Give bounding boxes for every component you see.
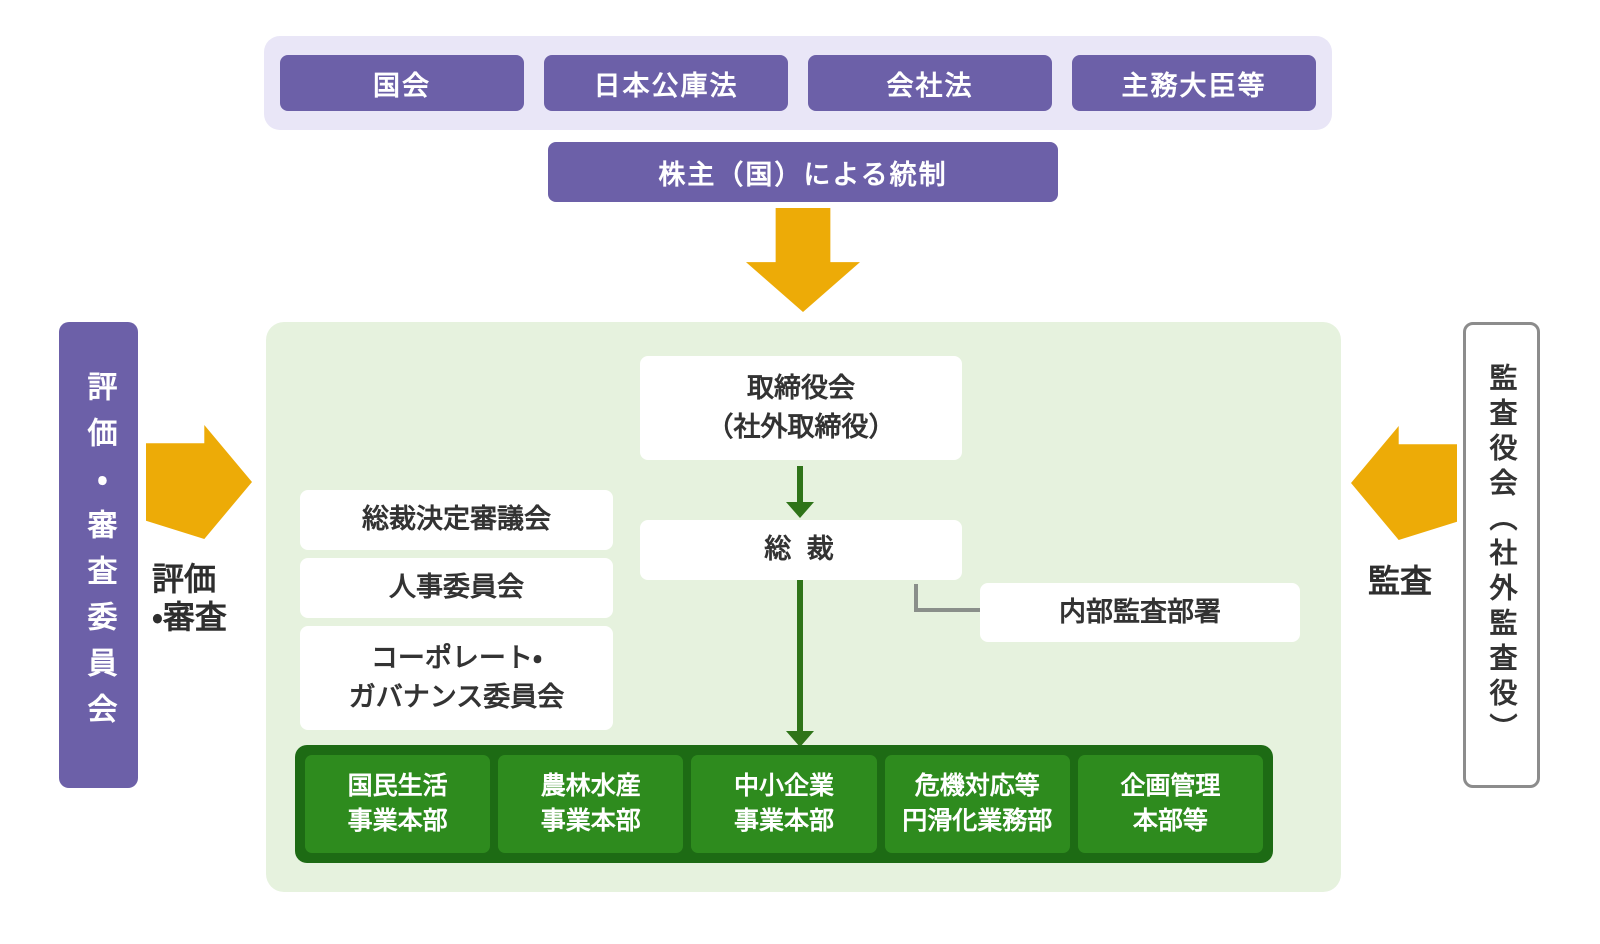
oversight-box-companies-act: 会社法 (808, 55, 1052, 111)
division-sme-line2: 事業本部 (734, 807, 835, 835)
board-of-directors-line1: 取締役会 (747, 372, 855, 403)
president-box: 総 裁 (640, 520, 962, 580)
division-sme-line1: 中小企業 (734, 772, 835, 800)
personnel-committee-box: 人事委員会 (300, 558, 613, 618)
divisions-bar: 国民生活 事業本部 農林水産 事業本部 中小企業 事業本部 危機対応等 円滑化業… (295, 745, 1273, 863)
internal-audit-connector-vertical (914, 584, 918, 612)
division-planning-line1: 企画管理 (1120, 772, 1221, 800)
internal-audit-connector-horizontal (914, 608, 980, 612)
audit-arrow-icon (1351, 426, 1457, 540)
oversight-strip: 国会 日本公庫法 会社法 主務大臣等 (264, 36, 1332, 130)
internal-audit-box: 内部監査部署 (980, 583, 1300, 642)
division-crisis-response-line1: 危機対応等 (914, 772, 1040, 800)
division-crisis-response-line2: 円滑化業務部 (902, 807, 1053, 835)
shareholder-control-box: 株主（国）による統制 (548, 142, 1058, 202)
division-national-life-line2: 事業本部 (347, 807, 448, 835)
board-to-president-arrow-head (786, 502, 814, 518)
down-arrow-icon (746, 208, 860, 312)
president-to-divisions-arrow-shaft (797, 580, 803, 733)
board-to-president-arrow-shaft (797, 466, 803, 504)
corporate-governance-committee-box: コーポレート・ ガバナンス委員会 (300, 626, 613, 730)
oversight-box-competent-ministers: 主務大臣等 (1072, 55, 1316, 111)
division-agriculture-line1: 農林水産 (540, 772, 641, 800)
division-agriculture: 農林水産 事業本部 (498, 755, 684, 853)
evaluation-arrow-label-line2: ・審査 (152, 599, 227, 636)
division-planning-line2: 本部等 (1132, 807, 1208, 835)
evaluation-committee-box: 評価・審査委員会 (59, 322, 138, 788)
president-council-box: 総裁決定審議会 (300, 490, 613, 550)
division-national-life: 国民生活 事業本部 (305, 755, 491, 853)
oversight-box-jfc-act: 日本公庫法 (544, 55, 788, 111)
division-sme: 中小企業 事業本部 (691, 755, 877, 853)
corporate-governance-committee-line1: コーポレート・ (370, 642, 543, 673)
division-crisis-response: 危機対応等 円滑化業務部 (884, 755, 1070, 853)
board-of-directors-line2: （社外取締役） (706, 412, 896, 442)
division-planning: 企画管理 本部等 (1077, 755, 1264, 853)
evaluation-arrow-label: 評価 ・審査 (152, 560, 227, 637)
audit-board-box: 監査役会（社外監査役） (1463, 322, 1540, 788)
audit-arrow-label: 監査 (1368, 563, 1433, 599)
division-agriculture-line2: 事業本部 (540, 807, 641, 835)
president-to-divisions-arrow-head (786, 731, 814, 747)
evaluation-arrow-label-line1: 評価 (152, 561, 217, 597)
oversight-box-diet: 国会 (280, 55, 524, 111)
board-of-directors-box: 取締役会 （社外取締役） (640, 356, 962, 460)
evaluation-arrow-icon (146, 425, 252, 539)
corporate-governance-committee-line2: ガバナンス委員会 (348, 682, 565, 712)
division-national-life-line1: 国民生活 (347, 772, 448, 800)
